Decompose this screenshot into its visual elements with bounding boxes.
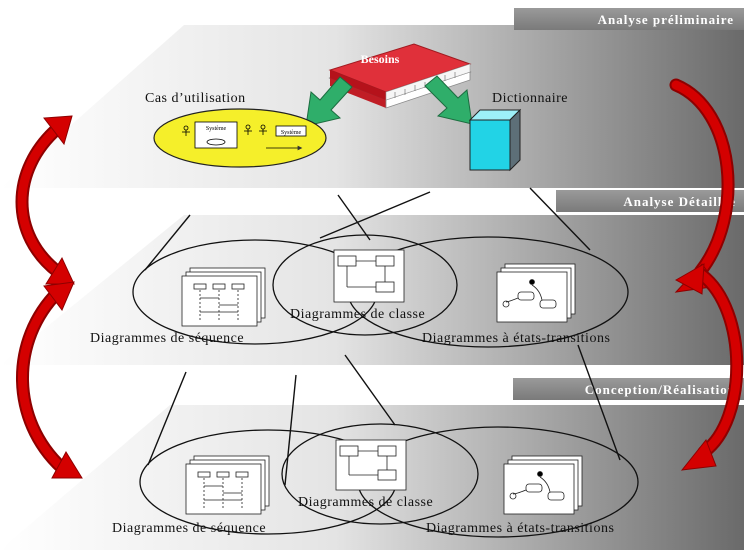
detailed-class-diagram-icon <box>333 249 405 303</box>
design-class-label: Diagrammes de classe <box>298 495 433 510</box>
right-iteration-arrow-bottom <box>674 263 744 471</box>
detailed-sequence-label: Diagrammes de séquence <box>90 331 244 346</box>
green-arrow-to-use-cases <box>305 76 353 127</box>
detailed-title-bar <box>556 190 744 212</box>
design-title: Conception/Réalisation <box>585 382 736 397</box>
mini-system-label-2: Système <box>281 130 302 136</box>
detailed-class-label: Diagrammes de classe <box>290 307 425 322</box>
preliminary-plane <box>0 25 744 188</box>
mini-system-label-1: Système <box>206 126 227 132</box>
left-iteration-arrow-upper <box>15 115 75 285</box>
preliminary-title: Analyse préliminaire <box>598 12 734 27</box>
detailed-class-ellipse <box>272 234 458 336</box>
design-class-diagram-icon <box>335 439 407 491</box>
book-icon <box>328 43 472 109</box>
design-sequence-diagram-icon <box>185 455 270 515</box>
detailed-sequence-diagram-icon <box>181 267 266 327</box>
dictionary-icon <box>468 108 522 172</box>
left-iteration-arrow-lower <box>16 281 83 479</box>
connector-lines <box>144 187 621 486</box>
design-title-bar <box>513 378 744 400</box>
design-state-diagram-icon <box>503 455 583 515</box>
use-case-ellipse <box>153 108 327 168</box>
use-cases-label: Cas d’utilisation <box>145 91 246 106</box>
design-sequence-label: Diagrammes de séquence <box>112 521 266 536</box>
preliminary-title-bar <box>514 8 744 30</box>
design-state-label: Diagrammes à états-transitions <box>426 521 614 536</box>
detailed-state-label: Diagrammes à états-transitions <box>422 331 610 346</box>
design-class-ellipse <box>281 423 479 525</box>
book-label: Besoins <box>361 52 400 66</box>
detailed-title: Analyse Détaillée <box>623 194 736 209</box>
detailed-state-diagram-icon <box>496 263 576 323</box>
dictionary-label: Dictionnaire <box>492 91 568 106</box>
mini-use-case-diagram <box>182 121 307 151</box>
green-arrow-to-dictionary <box>424 75 473 125</box>
